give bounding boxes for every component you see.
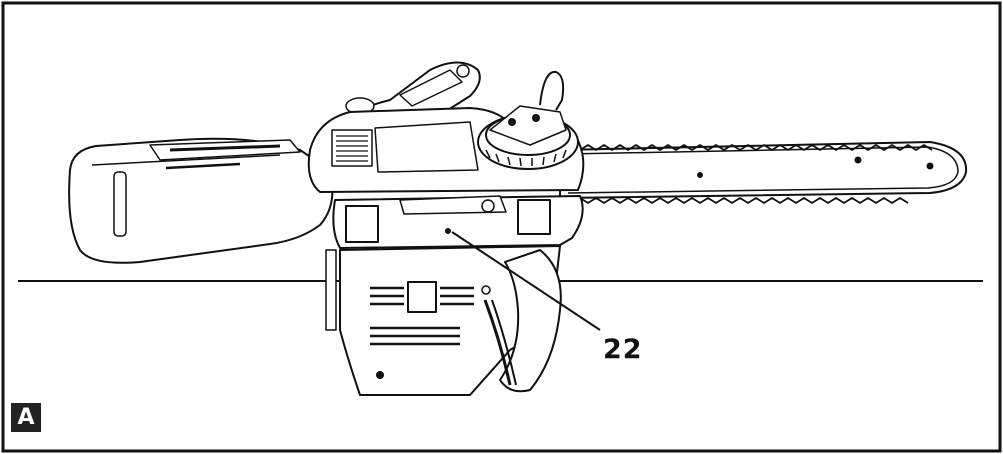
chainsaw-illustration: [68, 61, 968, 396]
panel-label: A: [11, 403, 41, 432]
callout-number-22: 22: [603, 334, 643, 365]
callout-leader-22: [451, 231, 601, 331]
rear-handle: [68, 137, 334, 264]
hand-guard: [539, 70, 565, 111]
tension-knob: [477, 105, 579, 170]
guide-bar: [559, 141, 968, 204]
